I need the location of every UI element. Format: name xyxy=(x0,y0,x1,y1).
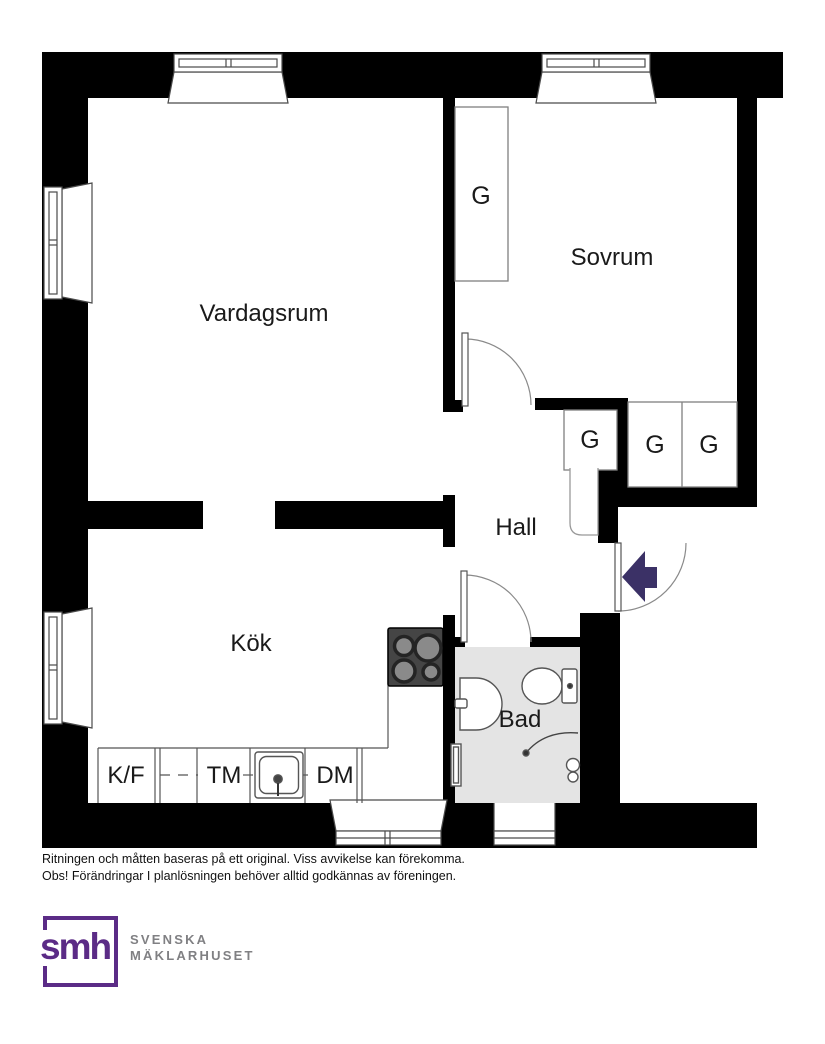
wall-closet-divider xyxy=(617,398,628,507)
window-bottom-bad xyxy=(493,799,556,846)
closet-hall-1 xyxy=(563,409,618,471)
interior-walls xyxy=(88,98,757,803)
label-closet-hall-3: G xyxy=(699,431,718,459)
wall-entry-stub xyxy=(580,613,620,641)
wall-sovrum-bottom xyxy=(535,398,618,410)
wall-right xyxy=(737,98,757,507)
disclaimer-line-2: Obs! Förändringar I planlösningen behöve… xyxy=(42,869,457,883)
floorplan: Vardagsrum Sovrum Hall Kök Bad G G G G K… xyxy=(42,52,783,848)
label-dishwasher: DM xyxy=(316,762,353,789)
kitchen-sink xyxy=(254,751,304,799)
disclaimer-line-1: Ritningen och måtten baseras på ett orig… xyxy=(42,852,465,866)
closets xyxy=(454,106,738,536)
hall-recess xyxy=(569,468,599,536)
window-top-vardagsrum xyxy=(167,53,289,104)
toilet-bowl xyxy=(521,667,563,705)
wall-kok-1 xyxy=(88,501,203,529)
floor-drain-small xyxy=(567,771,579,783)
bathroom-sink xyxy=(459,677,503,731)
logo-company-line-1: SVENSKA xyxy=(130,932,209,947)
wall-entry-corridor xyxy=(593,613,620,803)
wall-bathroom-top-left xyxy=(443,637,465,648)
window-left-vardagsrum xyxy=(43,182,93,304)
wall-bathroom-top-right xyxy=(530,637,583,648)
wall-entry-upper xyxy=(598,468,618,543)
door-sovrum xyxy=(461,332,532,407)
label-closet-hall-2: G xyxy=(645,431,664,459)
floor-drain xyxy=(565,757,581,773)
label-closet-sovrum: G xyxy=(471,182,490,210)
logo-company-line-2: MÄKLARHUSET xyxy=(130,948,255,963)
burner xyxy=(421,662,441,682)
window-top-sovrum xyxy=(535,53,657,104)
burner xyxy=(392,634,416,658)
label-hall: Hall xyxy=(495,514,536,541)
label-sovrum: Sovrum xyxy=(571,244,654,271)
doors xyxy=(460,332,687,643)
wall-sovrum-left xyxy=(443,98,455,412)
room-labels: Vardagsrum Sovrum Hall Kök Bad G G G G K… xyxy=(107,182,718,789)
bathroom xyxy=(450,647,581,803)
label-vardagsrum: Vardagsrum xyxy=(200,300,329,327)
burner xyxy=(391,658,417,684)
closet-sovrum xyxy=(454,106,509,282)
window-bottom-kok xyxy=(329,799,448,846)
logo-company-name: SVENSKA MÄKLARHUSET xyxy=(130,932,255,964)
wall-closets-bottom xyxy=(617,487,757,507)
agency-logo: smh SVENSKA MÄKLARHUSET xyxy=(40,912,343,1002)
windows xyxy=(43,53,657,846)
label-kok: Kök xyxy=(230,630,272,657)
outer-walls xyxy=(42,52,783,848)
disclaimer: Ritningen och måtten baseras på ett orig… xyxy=(42,851,465,885)
wall-bathroom-right xyxy=(580,613,593,803)
wall-top xyxy=(42,52,783,98)
door-entry xyxy=(614,542,687,612)
label-washing-machine: TM xyxy=(207,762,242,789)
entry-arrow-icon xyxy=(622,551,657,602)
wall-sovrum-door-nib xyxy=(453,400,463,412)
sink-faucet xyxy=(454,698,468,709)
wall-left xyxy=(42,52,88,848)
label-bad: Bad xyxy=(499,706,542,733)
shower-head xyxy=(522,749,530,757)
wall-kok-end xyxy=(443,495,455,547)
label-fridge-freezer: K/F xyxy=(107,762,144,789)
stove xyxy=(387,627,444,687)
label-closet-hall-1: G xyxy=(580,426,599,454)
bathroom-radiator-inner xyxy=(452,746,460,784)
wall-kok-2 xyxy=(275,501,453,529)
shower-hose xyxy=(525,731,579,754)
toilet-button xyxy=(566,682,574,690)
logo-mark: smh xyxy=(40,926,112,967)
burner xyxy=(413,633,443,663)
door-bathroom xyxy=(460,570,532,643)
kitchen xyxy=(97,627,444,803)
window-left-kok xyxy=(43,607,93,729)
